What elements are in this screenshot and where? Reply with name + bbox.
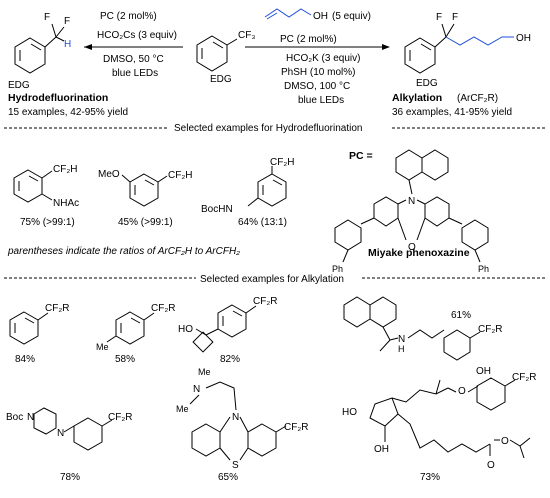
dimethylamino-label: Me	[176, 404, 189, 414]
example-hydro-1: CF₂H NHAc 75% (>99:1)	[13, 164, 79, 228]
boc-label: Boc	[6, 412, 23, 423]
fluorine-label: F	[436, 12, 442, 23]
arrowhead-right	[382, 44, 390, 50]
yield-label: 45% (>99:1)	[118, 217, 173, 228]
edg-label: EDG	[210, 74, 232, 85]
hydroxyl-label: HO	[178, 324, 193, 335]
alkylation-formula: (ArCF₂R)	[457, 93, 498, 104]
yield-label: 78%	[60, 472, 80, 483]
yield-label: 58%	[115, 354, 135, 365]
alkylation-yield: 36 examples, 41-95% yield	[392, 107, 512, 118]
example-hydro-2: MeO CF₂H 45% (>99:1)	[98, 169, 192, 228]
alkylation-product-structure: F F OH EDG	[404, 12, 531, 89]
cf2h-label: CF₂H	[53, 164, 77, 175]
hydrodefluorination-yield: 15 examples, 42-95% yield	[8, 107, 128, 118]
nhac-label: NHAc	[53, 198, 79, 209]
edg-label: EDG	[416, 78, 438, 89]
condition-line: PhSH (10 mol%)	[281, 67, 355, 78]
condition-line: PC (2 mol%)	[280, 34, 337, 45]
hydroxyl-label: HO	[342, 407, 357, 418]
dimethylamino-label: Me	[198, 367, 211, 377]
condition-line: DMSO, 50 °C	[103, 54, 164, 65]
phenyl-label: Ph	[332, 264, 343, 274]
section-title-alkylation: Selected examples for Alkylation	[200, 274, 344, 285]
cf3-label: CF₃	[238, 30, 255, 41]
oxygen-label: O	[408, 242, 416, 253]
example-alkyl-5: Boc N N CF₂R 78%	[6, 407, 132, 483]
yield-label: 64% (13:1)	[238, 217, 287, 228]
catalyst-name: Miyake phenoxazine	[368, 247, 470, 259]
nitrogen-label: N	[408, 196, 415, 207]
alkylation-title: Alkylation	[392, 92, 442, 104]
phenothiazine-n-label: N	[232, 412, 239, 423]
hydroxyl-label: OH	[516, 33, 531, 44]
fluorine-label: F	[44, 12, 50, 23]
cf2r-label: CF₂R	[151, 303, 175, 314]
ratio-note: parentheses indicate the ratios of ArCF₂…	[7, 246, 240, 257]
ester-o-label: O	[501, 436, 509, 447]
methoxy-label: MeO	[98, 169, 120, 180]
condition-line: blue LEDs	[298, 95, 344, 106]
sulfur-label: S	[232, 460, 239, 471]
amine-n-label: N	[398, 334, 405, 345]
yield-label: 65%	[218, 472, 238, 483]
piperazine-n-label: N	[27, 412, 34, 423]
cf2r-label: CF₂R	[512, 372, 536, 383]
cf2r-label: CF₂R	[108, 412, 132, 423]
arrowhead-left	[84, 44, 92, 50]
yield-label: 75% (>99:1)	[20, 217, 75, 228]
pc-label: PC =	[349, 150, 373, 162]
cf2h-label: CF₂H	[270, 157, 294, 168]
section-title-hydrodefluorination: Selected examples for Hydrodefluorinatio…	[174, 123, 362, 134]
photocatalyst-structure: PC = N O Ph Ph	[332, 149, 489, 274]
condition-line: blue LEDs	[112, 68, 158, 79]
example-alkyl-2: CF₂R Me 58%	[96, 303, 175, 365]
yield-label: 61%	[451, 310, 471, 321]
hydroxyl-label: OH	[476, 366, 491, 377]
example-alkyl-1: CF₂R 84%	[9, 303, 69, 365]
starting-material-structure: CF₃ EDG	[196, 30, 255, 85]
ether-o-label: O	[458, 386, 466, 397]
example-alkyl-7: HO OH O CF₂R OH O O 73%	[342, 366, 536, 483]
boc-amine-label: BocHN	[201, 204, 233, 215]
carbonyl-o-label: O	[487, 460, 495, 471]
cf2r-label: CF₂R	[45, 303, 69, 314]
example-alkyl-6: Me N Me N S CF₂R 65%	[176, 367, 308, 483]
cf2r-label: CF₂R	[253, 296, 277, 307]
condition-line: HCO₂K (3 equiv)	[286, 53, 360, 64]
amine-h-label: H	[398, 344, 405, 354]
cf2h-label: CF₂H	[168, 170, 192, 181]
condition-line: HCO₂Cs (3 equiv)	[97, 30, 177, 41]
fluorine-label: F	[64, 16, 70, 27]
phenyl-label: Ph	[478, 264, 489, 274]
example-alkyl-3: CF₂R HO 82%	[178, 296, 277, 365]
methyl-label: Me	[96, 342, 109, 352]
condition-line: PC (2 mol%)	[100, 11, 157, 22]
dimethylamino-n-label: N	[193, 384, 200, 395]
yield-label: 73%	[420, 472, 440, 483]
cf2r-label: CF₂R	[284, 422, 308, 433]
reagent-equiv-label: (5 equiv)	[332, 11, 371, 22]
example-alkyl-4: N H CF₂R 61%	[343, 296, 502, 361]
butenol-reagent: OH (5 equiv)	[264, 8, 371, 22]
example-hydro-3: CF₂H BocHN 64% (13:1)	[201, 157, 294, 228]
piperazine-n-label: N	[57, 428, 64, 439]
hydro-product-structure: F F H EDG	[8, 12, 71, 91]
fluorine-label: F	[452, 12, 458, 23]
yield-label: 84%	[15, 354, 35, 365]
hydrodefluorination-title: Hydrodefluorination	[8, 92, 108, 104]
edg-label: EDG	[8, 80, 30, 91]
yield-label: 82%	[220, 354, 240, 365]
hydroxyl-label: OH	[374, 444, 389, 455]
condition-line: DMSO, 100 °C	[284, 81, 350, 92]
hydroxyl-label: OH	[313, 11, 328, 22]
cf2r-label: CF₂R	[478, 324, 502, 335]
hydrogen-label: H	[64, 39, 71, 50]
